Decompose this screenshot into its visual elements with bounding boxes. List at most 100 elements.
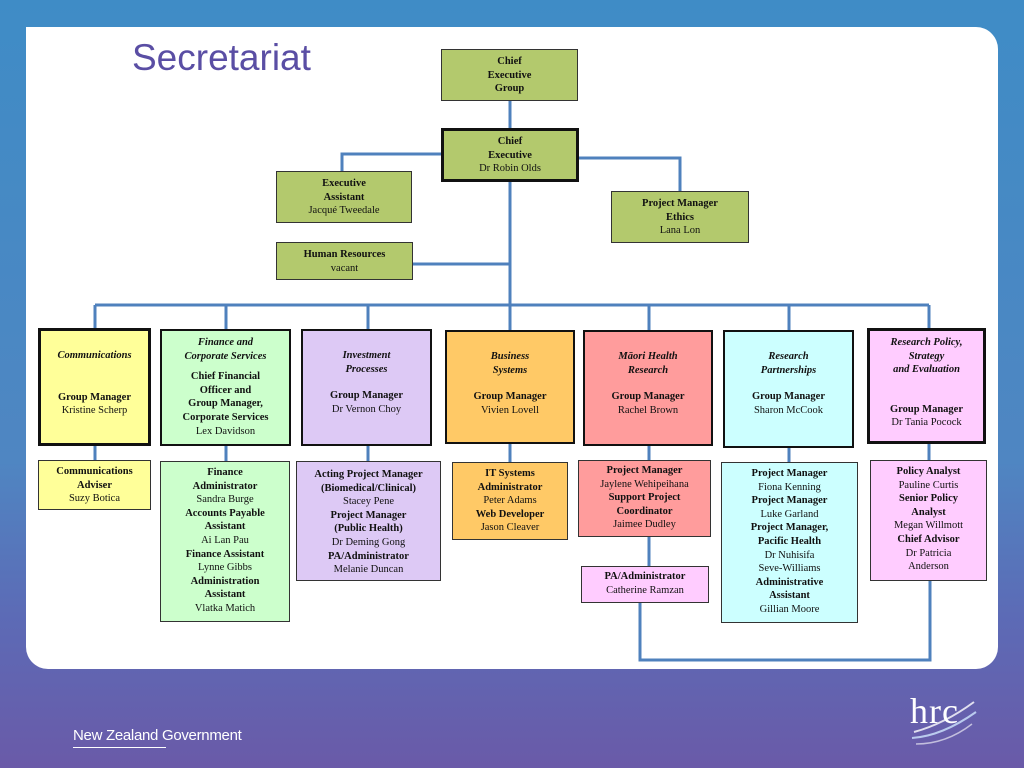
chief-executive-group-box: Chief Executive Group (441, 49, 578, 101)
finance-staff-role: Assistant (204, 521, 246, 533)
policy-staff-role: Chief Advisor (897, 533, 960, 545)
pm-line-1: Project Manager (642, 198, 718, 209)
finance-staff-role: Accounts Payable (185, 507, 265, 519)
policy-staff-name: Anderson (908, 561, 949, 573)
group-policy-box: Research Policy, Strategy and Evaluation… (867, 328, 986, 444)
finance-staff-role: Finance Assistant (185, 548, 265, 560)
policy-staff-name: Dr Patricia (905, 547, 952, 559)
maori-dept-1: Māori Health (618, 351, 678, 362)
invest-dept-1: Investment (342, 350, 391, 361)
invest-staff-role: PA/Administrator (328, 550, 409, 562)
hr-role: Human Resources (303, 249, 386, 260)
ea-line-1: Executive (322, 178, 366, 189)
maori-role: Group Manager (611, 391, 685, 403)
business-staff-role: Web Developer (475, 508, 545, 520)
maori-dept-2: Research (627, 364, 669, 376)
finance-name: Lex Davidson (195, 425, 256, 437)
staff-research-box: Project Manager Fiona Kenning Project Ma… (721, 462, 858, 623)
invest-staff-name: Stacey Pene (342, 496, 395, 508)
group-communications-box: Communications Group Manager Kristine Sc… (38, 328, 151, 446)
business-staff-name: Peter Adams (483, 495, 537, 507)
invest-name: Dr Vernon Choy (331, 403, 402, 415)
policy-staff-name: Megan Willmott (893, 520, 964, 532)
policy-staff-name: Pauline Curtis (898, 479, 959, 491)
policy-name: Dr Tania Pocock (891, 417, 962, 429)
page-title: Secretariat (132, 37, 311, 78)
group-finance-box: Finance and Corporate Services Chief Fin… (160, 329, 291, 446)
ce-line-1: Chief (497, 136, 523, 147)
ceg-line-2: Executive (487, 69, 532, 81)
finance-role-2: Officer and (199, 384, 252, 396)
invest-dept-2: Processes (345, 363, 388, 375)
finance-dept-1: Finance and (197, 337, 254, 348)
project-manager-ethics-box: Project Manager Ethics Lana Lon (611, 191, 749, 243)
invest-staff-role: Acting Project Manager (314, 469, 423, 480)
business-dept-1: Business (490, 351, 530, 362)
policy-staff-role: Senior Policy (898, 493, 958, 505)
comms-staff-name: Suzy Botica (68, 493, 121, 505)
staff-maori-pa-box: PA/Administrator Catherine Ramzan (581, 566, 709, 603)
research-staff-name: Luke Garland (760, 508, 819, 520)
staff-maori-box: Project Manager Jaylene Wehipeihana Supp… (578, 460, 711, 537)
staff-investment-box: Acting Project Manager (Biomedical/Clini… (296, 461, 441, 581)
research-staff-name: Fiona Kenning (758, 481, 821, 493)
group-investment-box: Investment Processes Group Manager Dr Ve… (301, 329, 432, 446)
invest-staff-role: (Public Health) (334, 523, 403, 535)
research-staff-role: Administrative (755, 576, 824, 588)
maori-name: Rachel Brown (617, 404, 679, 416)
maori-pa-name: Catherine Ramzan (606, 584, 684, 596)
hr-name: vacant (330, 262, 359, 274)
staff-policy-box: Policy Analyst Pauline Curtis Senior Pol… (870, 460, 987, 581)
research-name: Sharon McCook (753, 404, 824, 416)
finance-role-3: Group Manager, (188, 398, 263, 410)
hrc-logo: hrc (908, 684, 980, 754)
pm-line-2: Ethics (665, 211, 694, 223)
maori-staff-name: Jaimee Dudley (613, 519, 676, 531)
comms-dept: Communications (57, 350, 132, 361)
research-staff-name: Seve-Williams (758, 563, 821, 575)
chief-executive-box: Chief Executive Dr Robin Olds (441, 128, 579, 182)
finance-staff-role: Administrator (192, 480, 258, 492)
policy-staff-role: Policy Analyst (896, 466, 961, 477)
staff-communications-box: Communications Adviser Suzy Botica (38, 460, 151, 510)
nz-government-underline (73, 747, 166, 748)
business-name: Vivien Lovell (481, 404, 539, 416)
comms-staff-role: Adviser (77, 479, 112, 491)
business-staff-role: IT Systems (485, 468, 535, 479)
ce-line-2: Executive (488, 149, 532, 161)
policy-dept-2: Strategy (908, 350, 945, 362)
ceg-line-3: Group (494, 83, 525, 95)
research-role: Group Manager (751, 391, 825, 403)
research-staff-role: Project Manager, (750, 522, 829, 534)
finance-staff-role: Finance (207, 467, 243, 478)
invest-staff-name: Melanie Duncan (333, 564, 404, 576)
comms-name: Kristine Scherp (61, 405, 128, 417)
maori-staff-role: Support Project (608, 492, 681, 504)
policy-dept-1: Research Policy, (890, 337, 963, 348)
hrc-swoosh-icon (911, 701, 977, 745)
hrc-logo-text: hrc (910, 691, 959, 731)
human-resources-box: Human Resources vacant (276, 242, 413, 280)
pm-name: Lana Lon (659, 225, 701, 237)
group-research-box: Research Partnerships Group Manager Shar… (723, 330, 854, 448)
research-dept-1: Research (768, 351, 809, 362)
finance-staff-name: Vlatka Matich (194, 602, 256, 614)
invest-staff-role: Project Manager (330, 509, 407, 521)
finance-dept-2: Corporate Services (184, 350, 267, 362)
policy-role: Group Manager (889, 403, 963, 415)
finance-staff-role: Assistant (204, 589, 246, 601)
ceg-line-1: Chief (497, 56, 522, 67)
policy-dept-3: and Evaluation (893, 364, 960, 376)
comms-staff-role: Communications (56, 466, 133, 477)
comms-role: Group Manager (57, 391, 131, 403)
business-staff-role: Administrator (477, 481, 543, 493)
nz-government-text: New Zealand Government (73, 727, 242, 744)
policy-staff-role: Analyst (911, 506, 946, 518)
research-staff-role: Assistant (769, 590, 810, 602)
nz-government-logo: New Zealand Government (73, 727, 242, 748)
research-staff-name: Gillian Moore (759, 603, 820, 615)
business-dept-2: Systems (492, 364, 528, 376)
finance-staff-name: Sandra Burge (196, 494, 254, 506)
maori-pa-role: PA/Administrator (604, 571, 686, 582)
